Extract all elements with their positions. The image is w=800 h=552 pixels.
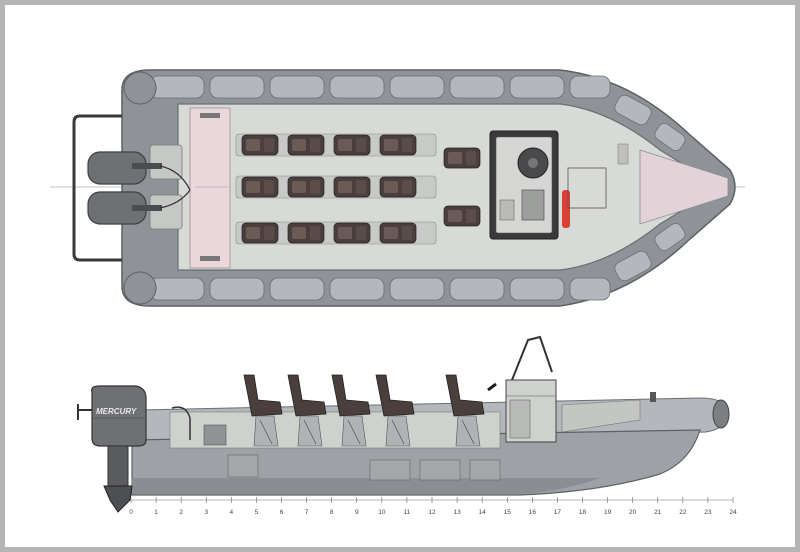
ruler-label: 9: [355, 509, 359, 516]
tube-end: [123, 271, 157, 305]
profile-seat: [331, 374, 371, 447]
ruler-label: 0: [129, 509, 133, 516]
plan-seat: [379, 222, 417, 244]
console-frame: [511, 335, 553, 381]
plan-seat: [287, 134, 325, 156]
tube-segment: [449, 277, 505, 301]
profile-console: [487, 335, 557, 443]
transom-hatch: [149, 144, 183, 180]
ruler-label: 3: [204, 509, 208, 516]
tube-segment: [509, 277, 565, 301]
tube-segment: [269, 277, 325, 301]
plan-seat: [333, 134, 371, 156]
plan-seat: [287, 176, 325, 198]
engine-port: [87, 151, 162, 185]
tube-segment: [654, 122, 686, 152]
profile-view: MERCURY: [77, 335, 730, 513]
bow-hatch: [567, 167, 607, 209]
tube-segment: [329, 277, 385, 301]
tube-segment: [509, 75, 565, 99]
ruler-label: 14: [479, 509, 487, 516]
tube-segment: [329, 75, 385, 99]
transom-fitting: [200, 113, 220, 118]
tube-segment: [614, 94, 652, 126]
plan-seat: [241, 222, 279, 244]
tube-segment: [269, 75, 325, 99]
profile-steering-wheel: [487, 382, 497, 392]
ruler-label: 23: [704, 509, 712, 516]
tube-segments-port: [123, 71, 686, 152]
plan-view: [50, 69, 745, 307]
ruler-label: 18: [579, 509, 587, 516]
tube-segment: [449, 75, 505, 99]
plan-seat: [333, 176, 371, 198]
tube-segment: [209, 277, 265, 301]
tube-segment: [614, 250, 652, 282]
console: [489, 130, 559, 240]
ruler-label: 10: [378, 509, 386, 516]
ruler-label: 17: [554, 509, 562, 516]
plan-seat: [287, 222, 325, 244]
ruler-label: 13: [453, 509, 461, 516]
tube-segment: [389, 277, 445, 301]
tube-segment: [569, 277, 611, 301]
tube-end: [123, 71, 157, 105]
profile-seat: [375, 374, 415, 447]
tube-segment: [149, 75, 205, 99]
tube-segment: [149, 277, 205, 301]
stern-rail: [72, 114, 122, 262]
profile-seat: [287, 374, 327, 447]
ruler-label: 1: [154, 509, 158, 516]
fire-extinguisher: [562, 190, 570, 228]
tube-segment: [569, 75, 611, 99]
ruler-label: 22: [679, 509, 687, 516]
ruler-label: 5: [255, 509, 259, 516]
ruler-label: 7: [305, 509, 309, 516]
ruler-label: 20: [629, 509, 637, 516]
ruler-label: 8: [330, 509, 334, 516]
tube-segments-starboard: [123, 222, 686, 305]
profile-seat: [243, 374, 283, 447]
bow-nose: [639, 149, 729, 225]
outboard-engine: MERCURY: [91, 385, 147, 513]
ruler-label: 2: [179, 509, 183, 516]
plan-seat: [241, 176, 279, 198]
plan-seat: [379, 176, 417, 198]
console-seat-base: [521, 189, 545, 221]
transom-pad: [189, 107, 231, 269]
ruler-label: 19: [604, 509, 612, 516]
ruler-label: 24: [729, 509, 737, 516]
ruler-label: 21: [654, 509, 662, 516]
plan-seats: [241, 134, 481, 244]
tube-segment: [209, 75, 265, 99]
transom-fitting: [200, 256, 220, 261]
ruler-label: 12: [428, 509, 436, 516]
tube-segment: [654, 222, 686, 252]
ruler-label: 15: [504, 509, 512, 516]
engine-starboard: [87, 191, 162, 225]
ruler-label: 16: [529, 509, 537, 516]
tube-segment: [389, 75, 445, 99]
plan-seat: [443, 205, 481, 227]
ruler-label: 4: [230, 509, 234, 516]
profile-seat: [445, 374, 485, 447]
plan-seat: [379, 134, 417, 156]
bow-fender: [712, 399, 730, 429]
ruler-label: 11: [404, 509, 411, 516]
transom-hatch: [149, 194, 183, 230]
ruler-label: 6: [280, 509, 284, 516]
profile-seats: [243, 374, 485, 447]
plan-seat: [443, 147, 481, 169]
plan-seat: [241, 134, 279, 156]
engine-brand-label: MERCURY: [96, 407, 137, 416]
plan-seat: [333, 222, 371, 244]
